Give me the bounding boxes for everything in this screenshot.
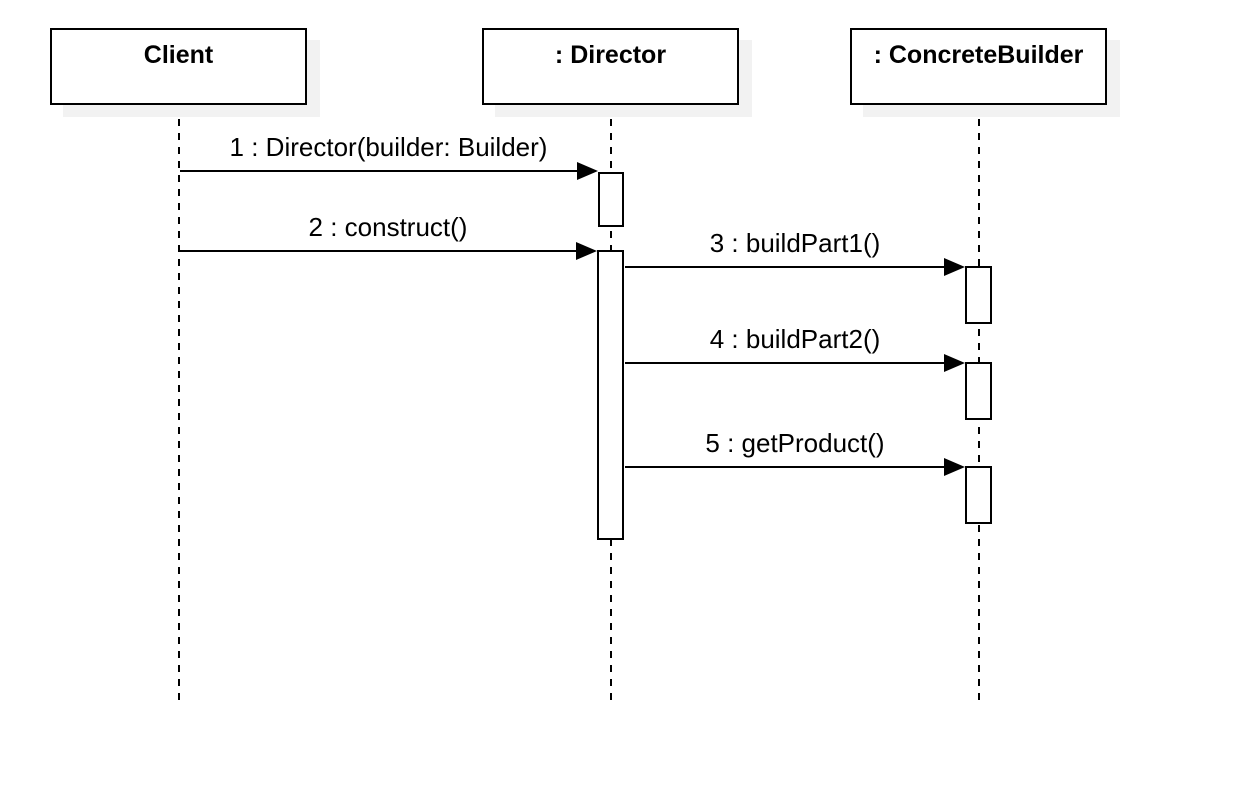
message-2-line[interactable] [180, 250, 576, 252]
message-3-line[interactable] [625, 266, 944, 268]
message-1-line[interactable] [180, 170, 577, 172]
message-1-label: 1 : Director(builder: Builder) [229, 132, 548, 162]
lifeline-name-concretebuilder: : ConcreteBuilder [873, 41, 1084, 69]
message-5-label: 5 : getProduct() [705, 428, 885, 458]
lifeline-head-director[interactable]: : Director [482, 28, 739, 105]
activation-concretebuilder-3[interactable] [965, 466, 992, 524]
message-4-label: 4 : buildPart2() [709, 324, 881, 354]
activation-director-2[interactable] [597, 250, 624, 540]
lifeline-head-concretebuilder[interactable]: : ConcreteBuilder [850, 28, 1107, 105]
message-4-line[interactable] [625, 362, 944, 364]
lifeline-name-director: : Director [554, 41, 667, 69]
activation-concretebuilder-2[interactable] [965, 362, 992, 420]
message-3-label: 3 : buildPart1() [709, 228, 881, 258]
message-5-line[interactable] [625, 466, 944, 468]
message-2-label: 2 : construct() [308, 212, 468, 242]
activation-director-1[interactable] [598, 172, 624, 227]
lifeline-name-client: Client [143, 41, 214, 69]
lifeline-head-client[interactable]: Client [50, 28, 307, 105]
message-3-arrowhead [944, 258, 965, 276]
message-4-arrowhead [944, 354, 965, 372]
message-5-arrowhead [944, 458, 965, 476]
activation-concretebuilder-1[interactable] [965, 266, 992, 324]
lifeline-client[interactable] [178, 105, 180, 702]
message-1-arrowhead [577, 162, 598, 180]
message-2-arrowhead [576, 242, 597, 260]
